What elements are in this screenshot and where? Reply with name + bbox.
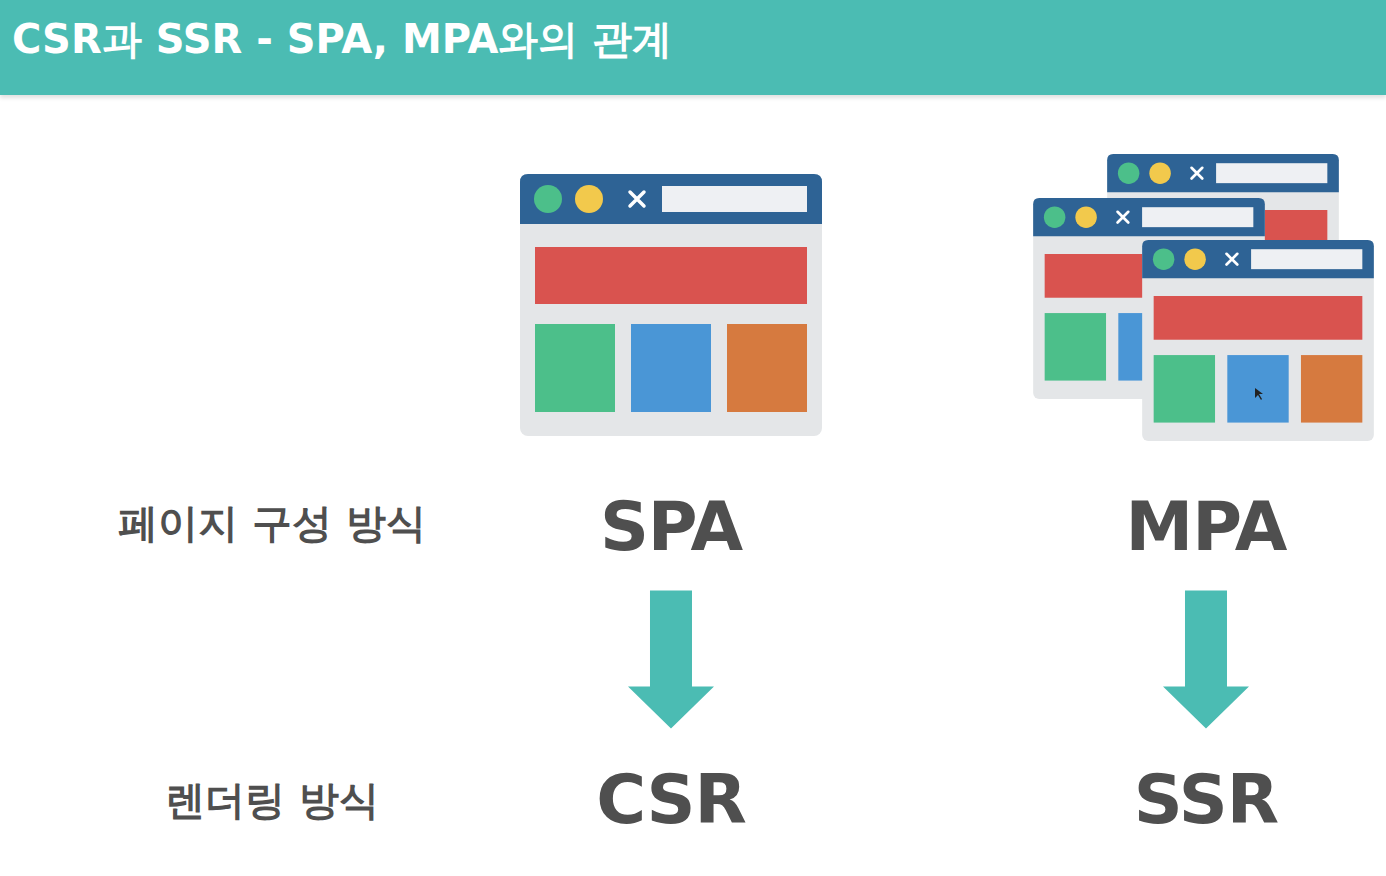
spa-window: [520, 174, 822, 436]
term-text: SPA: [600, 490, 742, 565]
term-node: SSR: [1124, 759, 1288, 842]
page-title: CSR과 SSR - SPA, MPA와의 관계: [12, 10, 672, 68]
flow-arrow: [1163, 590, 1249, 728]
row-label: 렌더링 방식: [165, 776, 379, 824]
mouse-cursor: [1255, 388, 1263, 400]
term-node: MPA: [1116, 486, 1297, 569]
term-text: MPA: [1126, 490, 1287, 565]
term-node: CSR: [586, 759, 756, 842]
row-label: 페이지 구성 방식: [118, 499, 426, 547]
flow-arrow: [628, 590, 714, 728]
term-text: SSR: [1134, 763, 1278, 838]
term-text: CSR: [596, 763, 746, 838]
mpa-window: [1142, 240, 1374, 441]
term-node: SPA: [590, 486, 752, 569]
